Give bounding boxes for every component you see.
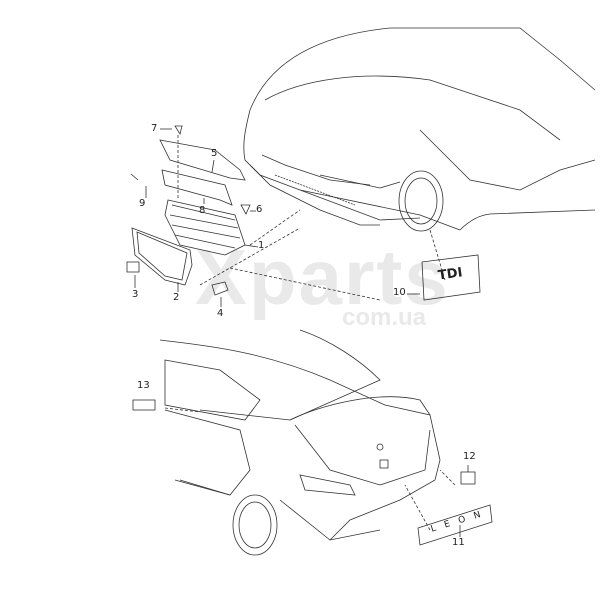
callout-8: 8	[199, 205, 206, 216]
callout-13: 13	[137, 380, 150, 391]
leader-lines	[164, 135, 456, 531]
rear-car-drawing	[159, 329, 441, 556]
callout-10: 10	[393, 287, 406, 298]
front-car-drawing	[243, 27, 596, 232]
watermark-brand: Xparts	[195, 233, 450, 321]
tdi-plate	[421, 254, 481, 301]
callout-3: 3	[132, 289, 139, 300]
callout-11: 11	[452, 537, 465, 548]
callout-9: 9	[139, 198, 146, 209]
tdi-badge-text: TDI	[437, 265, 464, 284]
callout-7: 7	[151, 123, 158, 134]
grille-parts-drawing	[126, 125, 251, 296]
part-13	[132, 399, 156, 411]
callout-5: 5	[211, 148, 218, 159]
leon-plate	[417, 504, 493, 546]
callout-2: 2	[173, 292, 180, 303]
callout-6: 6	[256, 204, 263, 215]
part-12	[460, 471, 476, 485]
callout-4: 4	[217, 308, 224, 319]
callout-lines	[134, 128, 469, 537]
watermark-domain: com.ua	[342, 304, 427, 331]
callout-1: 1	[258, 240, 265, 251]
callout-12: 12	[463, 451, 476, 462]
